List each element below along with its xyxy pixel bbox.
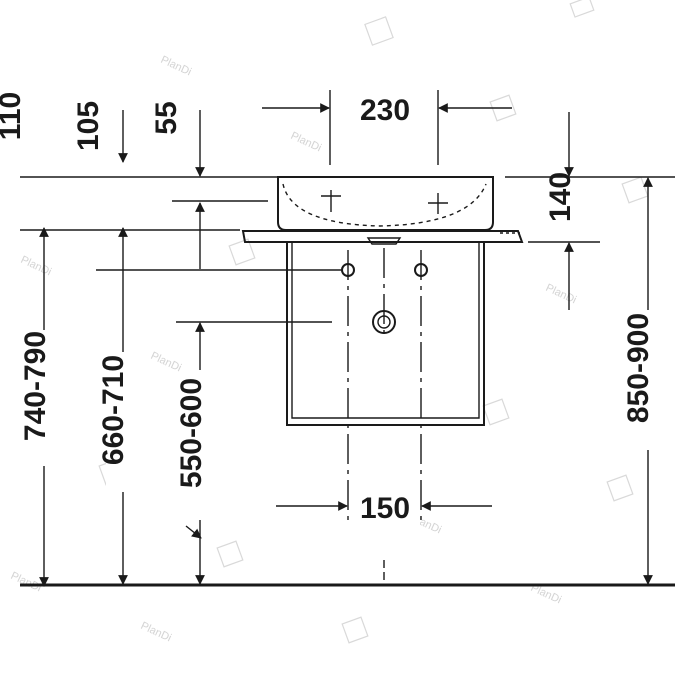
watermark-text: PlanDi — [19, 254, 53, 279]
dim-label-230: 230 — [360, 94, 410, 127]
watermark-logo-icon — [606, 474, 634, 502]
dim-label-660-710: 660-710 — [97, 355, 130, 465]
dim-label-110: 110 — [0, 92, 27, 140]
tap-hole-mark — [428, 193, 448, 214]
watermark-text: PlanDi — [149, 350, 183, 375]
watermark-text: PlanDi — [544, 282, 578, 307]
dim-label-105: 105 — [72, 101, 105, 151]
water-supply-connection — [414, 263, 428, 277]
watermark-logo-icon — [364, 16, 394, 46]
dim-label-550-600: 550-600 — [175, 378, 208, 488]
watermark-text: PlanDi — [159, 54, 193, 79]
watermark-logo-icon — [216, 540, 244, 568]
watermark-logo-icon — [569, 0, 595, 18]
watermark-text: PlanDi — [289, 130, 323, 155]
watermark-logo-icon — [228, 238, 256, 266]
vanity-frame — [286, 242, 485, 426]
basin-inner-contour — [282, 183, 487, 227]
dim-label-850-900: 850-900 — [622, 313, 655, 423]
watermark-logo-icon — [482, 398, 510, 426]
dim-label-150: 150 — [360, 492, 410, 525]
dim-label-140: 140 — [544, 172, 577, 222]
watermark-logo-icon — [621, 176, 649, 204]
extension-lines — [20, 90, 675, 323]
watermark-text: PlanDi — [139, 620, 173, 645]
dim-label-55: 55 — [150, 101, 183, 134]
washbasin-front-view — [241, 176, 524, 585]
waste-connection — [372, 310, 396, 334]
console-shelf — [241, 230, 524, 243]
dim-pointer-arrow — [185, 525, 202, 539]
basin-bowl — [277, 176, 494, 231]
dimension-label-backgrounds — [28, 88, 666, 527]
watermark-logo-icon — [489, 94, 517, 122]
watermark-logo-icon — [341, 616, 369, 644]
watermark-text: PlanDi — [9, 570, 43, 595]
dimension-labels: 230 150 140 110 105 55 740-790 660-710 5… — [0, 92, 655, 525]
tap-hole-mark — [321, 190, 341, 212]
dim-label-740-790: 740-790 — [19, 331, 52, 441]
